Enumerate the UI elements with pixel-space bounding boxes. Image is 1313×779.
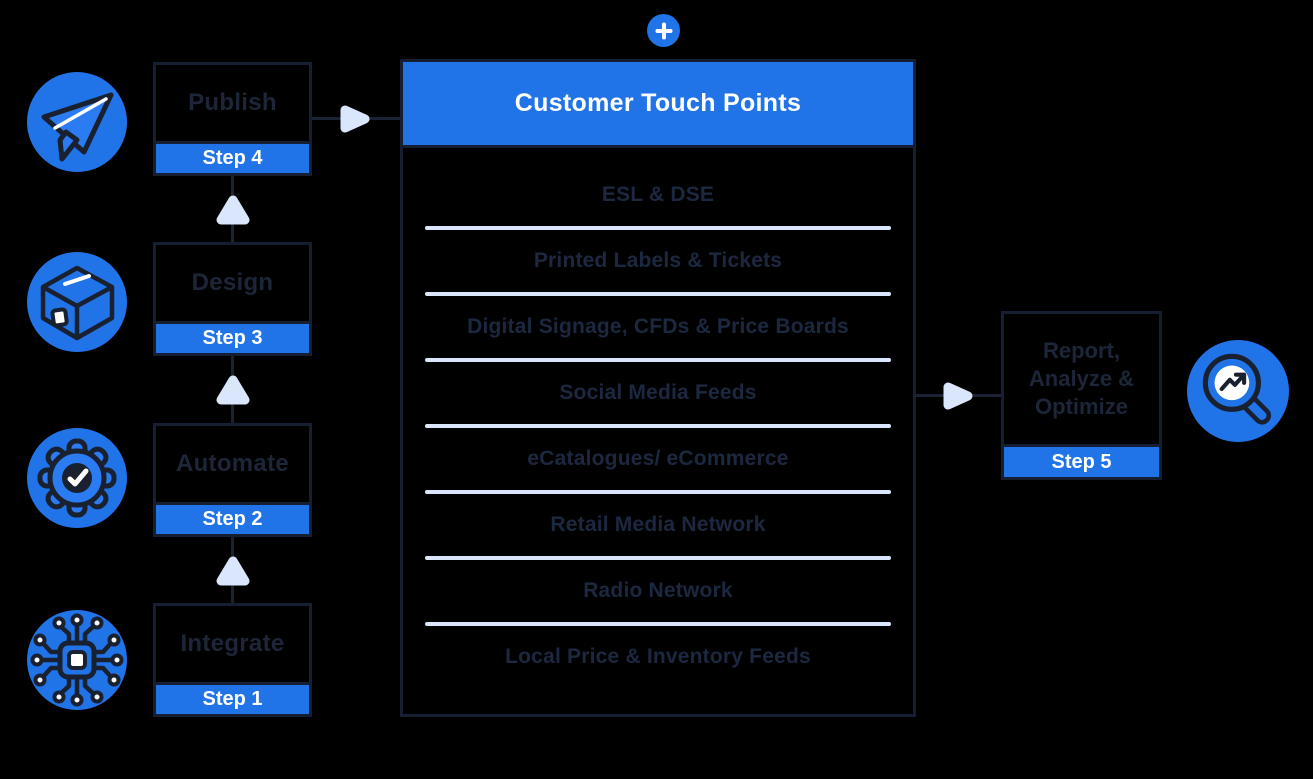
panel-title: Customer Touch Points — [403, 62, 913, 148]
step-badge: Step 1 — [156, 682, 309, 714]
divider — [425, 292, 891, 296]
step-badge: Step 5 — [1004, 444, 1159, 477]
step-box-automate: Automate Step 2 — [153, 423, 312, 537]
paper-plane-icon — [27, 72, 127, 172]
chip-network-icon — [27, 610, 127, 710]
result-box-report-analyze-optimize: Report, Analyze & Optimize Step 5 — [1001, 311, 1162, 480]
list-item-label: Printed Labels & Tickets — [533, 249, 783, 272]
step-box-integrate: Integrate Step 1 — [153, 603, 312, 717]
step-box-label: Automate — [175, 450, 290, 477]
list-item-label: Digital Signage, CFDs & Price Boards — [467, 315, 849, 338]
list-item: eCatalogues/ eCommerce — [403, 426, 913, 494]
list-item-label: ESL & DSE — [601, 183, 715, 206]
step-badge: Step 3 — [156, 321, 309, 353]
list-item: Radio Network — [403, 558, 913, 626]
list-item: Printed Labels & Tickets — [403, 228, 913, 296]
list-item-label: eCatalogues/ eCommerce — [527, 447, 789, 470]
arrow-up-icon — [216, 195, 250, 225]
step-badge: Step 2 — [156, 502, 309, 534]
step-box-label: Design — [191, 269, 274, 296]
arrow-right-icon — [340, 105, 370, 133]
arrow-up-icon — [216, 375, 250, 405]
list-item: Digital Signage, CFDs & Price Boards — [403, 294, 913, 362]
cube-icon — [27, 252, 127, 352]
arrow-right-icon — [943, 382, 973, 410]
list-item-label: Local Price & Inventory Feeds — [505, 645, 811, 668]
list-item: Retail Media Network — [403, 492, 913, 560]
magnifier-trend-icon — [1187, 340, 1289, 442]
touch-point-list: ESL & DSE Printed Labels & Tickets Digit… — [403, 148, 913, 714]
list-item: Local Price & Inventory Feeds — [403, 624, 913, 690]
step-box-label: Publish — [188, 89, 277, 116]
plus-icon — [655, 22, 672, 39]
customer-touch-points-panel: Customer Touch Points ESL & DSE Printed … — [400, 59, 916, 717]
divider — [425, 622, 891, 626]
list-item-label: Radio Network — [583, 579, 733, 602]
gear-check-icon — [27, 428, 127, 528]
list-item-label: Social Media Feeds — [559, 381, 757, 404]
divider — [425, 226, 891, 230]
list-item: Social Media Feeds — [403, 360, 913, 428]
divider — [425, 424, 891, 428]
divider — [425, 358, 891, 362]
step-box-publish: Publish Step 4 — [153, 62, 312, 176]
step-box-label: Integrate — [180, 630, 285, 657]
list-item-label: Retail Media Network — [550, 513, 766, 536]
divider — [425, 490, 891, 494]
result-label: Report, Analyze & Optimize — [1028, 338, 1135, 419]
list-item: ESL & DSE — [403, 162, 913, 230]
step-box-design: Design Step 3 — [153, 242, 312, 356]
step-badge: Step 4 — [156, 141, 309, 173]
arrow-up-icon — [216, 556, 250, 586]
divider — [425, 556, 891, 560]
plus-button[interactable] — [647, 14, 680, 47]
